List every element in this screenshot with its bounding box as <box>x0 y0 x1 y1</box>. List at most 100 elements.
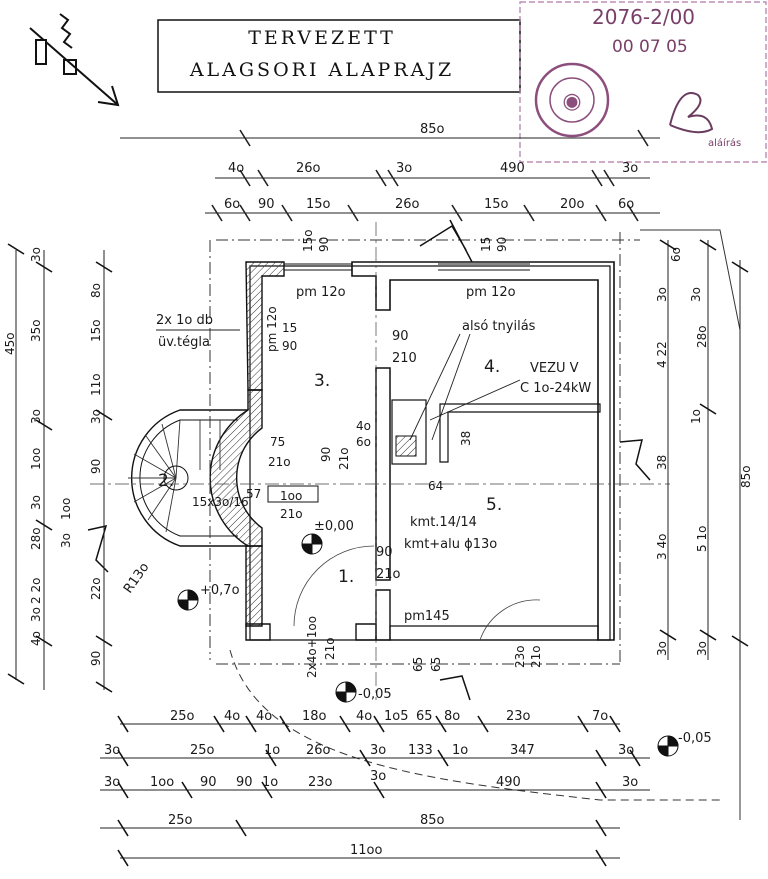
svg-text:3o: 3o <box>29 247 43 262</box>
svg-text:23o: 23o <box>506 709 531 724</box>
svg-text:3o: 3o <box>29 495 43 510</box>
dim-60: 6o <box>356 435 371 449</box>
dim-left-col1: 3o 35o 3o 1oo 3o 28o 2 2o 4o 3o <box>29 247 43 646</box>
dim-top-r2-5: 20o <box>560 197 585 212</box>
dim-right-col2: 6o 3o 28o 38 5 1o 3o <box>655 247 709 656</box>
section-marker-icon <box>87 219 651 701</box>
north-arrow-icon <box>29 13 120 107</box>
dim-15: 15 <box>282 321 297 335</box>
svg-text:7o: 7o <box>592 709 608 724</box>
dim-64: 64 <box>428 479 443 493</box>
dim-75: 75 <box>270 435 285 449</box>
svg-text:◉: ◉ <box>562 89 581 114</box>
door-bottom-label: 2x4o+1oo <box>305 616 319 678</box>
dim-210d: 21o <box>376 567 401 582</box>
svg-text:1o: 1o <box>262 775 278 790</box>
signature-icon <box>669 92 714 134</box>
svg-text:90: 90 <box>200 775 217 790</box>
svg-text:133: 133 <box>408 743 433 758</box>
bottom-dimensions <box>100 723 650 859</box>
dim-65a: 65 <box>411 657 425 672</box>
window-label-left: pm 12o <box>296 285 346 300</box>
room-4: 4. <box>484 357 500 377</box>
pm-side-label: pm 12o <box>265 306 279 352</box>
dim-top-overall: 85o <box>420 122 445 137</box>
svg-text:26o: 26o <box>306 743 331 758</box>
stamp-number: 2076-2/00 <box>592 5 695 29</box>
room-5: 5. <box>486 495 502 515</box>
dim-90b: 90 <box>319 447 333 462</box>
svg-text:3o: 3o <box>655 287 669 302</box>
dim-top-r2-2: 15o <box>306 197 331 212</box>
room-3: 3. <box>314 371 330 391</box>
dim-bottom-r3: 3o 1oo 90 90 1o 23o 3o 490 3o <box>104 769 638 790</box>
dim-top-r2-1: 90 <box>258 197 275 212</box>
dim-210c: 21o <box>280 507 303 521</box>
svg-text:18o: 18o <box>302 709 327 724</box>
svg-text:90: 90 <box>89 459 103 474</box>
window-label-right: pm 12o <box>466 285 516 300</box>
dim-left-outer: 45o <box>3 332 17 355</box>
glass-block-label: 2x 1o db <box>156 313 213 328</box>
svg-text:1o: 1o <box>689 409 703 424</box>
svg-text:90: 90 <box>89 651 103 666</box>
building-walls <box>90 222 741 820</box>
svg-text:3o: 3o <box>370 743 386 758</box>
svg-text:25o: 25o <box>170 709 195 724</box>
pm145-label: pm145 <box>404 609 450 624</box>
dim-bottom-r4: 25o 85o <box>168 813 445 828</box>
svg-text:1oo: 1oo <box>150 775 174 790</box>
svg-text:65: 65 <box>416 709 433 724</box>
svg-text:1o5: 1o5 <box>384 709 409 724</box>
svg-text:35o: 35o <box>29 319 43 342</box>
dim-top-r2-6: 6o <box>618 197 634 212</box>
dim-210a: 21o <box>268 455 291 469</box>
dim-top-r1-1: 26o <box>296 161 321 176</box>
level-minus: -0,05 <box>358 687 392 702</box>
top-dimensions <box>120 129 660 222</box>
svg-text:23o: 23o <box>308 775 333 790</box>
approval-stamp: 2076-2/00 00 07 05 ◉ aláírás <box>519 1 767 163</box>
dim-bottom-r2: 3o 25o 1o 26o 3o 133 1o 347 3o <box>104 743 634 758</box>
svg-text:4o: 4o <box>256 709 272 724</box>
svg-text:3o: 3o <box>104 775 120 790</box>
svg-text:490: 490 <box>496 775 521 790</box>
svg-text:3o: 3o <box>655 641 669 656</box>
stamp-seal-icon <box>534 62 610 138</box>
svg-text:85o: 85o <box>420 813 445 828</box>
dim-top-r2-3: 26o <box>395 197 420 212</box>
glass-block-label2: üv.tégla <box>158 335 210 350</box>
level-plus: +0,7o <box>200 583 240 598</box>
svg-text:22o: 22o <box>89 577 103 600</box>
dim-38: 38 <box>459 431 473 446</box>
svg-text:15o: 15o <box>89 319 103 342</box>
svg-text:3o: 3o <box>370 769 386 784</box>
dimension-ticks <box>7 239 749 867</box>
boiler-label: VEZU V <box>530 361 579 376</box>
dim-230: 23o <box>513 645 527 668</box>
stair-label: 15x3o/16 <box>192 495 249 509</box>
svg-text:347: 347 <box>510 743 535 758</box>
svg-text:6o: 6o <box>669 247 683 262</box>
kmt-label: kmt.14/14 <box>410 515 477 530</box>
svg-text:3o: 3o <box>29 409 43 424</box>
svg-text:5 1o: 5 1o <box>695 526 709 552</box>
svg-text:25o: 25o <box>168 813 193 828</box>
svg-text:8o: 8o <box>444 709 460 724</box>
dim-top-r1-2: 3o <box>396 161 412 176</box>
dim-top-r1-4: 3o <box>622 161 638 176</box>
left-dimensions <box>15 250 105 690</box>
dim-150-v: 15o <box>301 229 315 252</box>
svg-text:1oo: 1oo <box>59 498 73 520</box>
svg-text:4 22: 4 22 <box>655 341 669 368</box>
dim-90-v2: 90 <box>495 237 509 252</box>
door-bottom-label2: 21o <box>323 637 337 660</box>
opening-top: 90 <box>392 329 409 344</box>
title-block: TERVEZETT ALAGSORI ALAPRAJZ <box>157 19 521 93</box>
dim-bottom-r1: 25o 4o 4o 18o 4o 1o5 65 8o 23o 7o <box>170 709 608 724</box>
leader-lines <box>156 329 521 441</box>
svg-text:8o: 8o <box>89 283 103 298</box>
svg-text:25o: 25o <box>190 743 215 758</box>
svg-text:28o: 28o <box>695 325 709 348</box>
